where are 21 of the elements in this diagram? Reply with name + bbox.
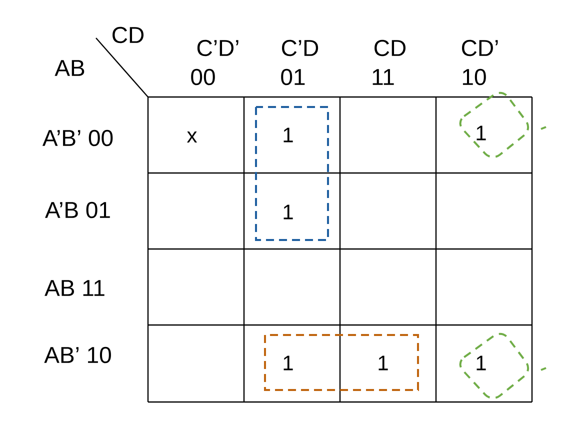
cell-value: 1 [284, 128, 293, 142]
column-code: 10 [462, 68, 486, 86]
row-header: A’B’ 00 [42, 130, 113, 146]
column-header: C’D’ [197, 40, 238, 56]
row-header: AB 11 [44, 280, 104, 296]
axis-label: AB [54, 60, 84, 76]
column-header: CD’ [462, 40, 498, 56]
cell-value: 1 [476, 356, 486, 370]
column-code: 01 [281, 68, 305, 86]
cell-value: 1 [284, 356, 293, 370]
column-code: 11 [372, 69, 394, 85]
row-header: AB’ 10 [44, 346, 111, 364]
column-header: C’D [282, 40, 318, 56]
row-header: A’B 01 [45, 202, 110, 218]
cell-value: 1 [378, 356, 388, 370]
cell-value: x [186, 131, 198, 143]
column-code: 00 [191, 68, 215, 86]
column-header: CD [374, 40, 406, 56]
axis-label: CD [112, 26, 144, 44]
cell-value: 1 [476, 126, 486, 140]
cell-value: 1 [284, 204, 293, 220]
